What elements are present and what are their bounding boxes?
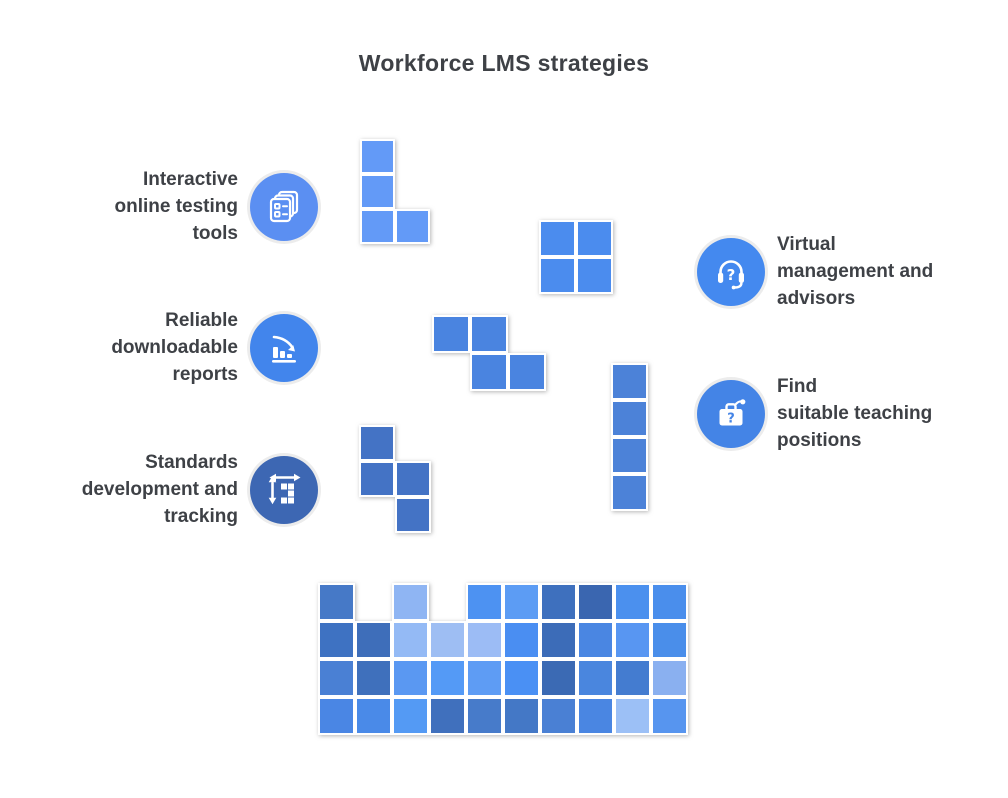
tetris-cell <box>360 174 395 209</box>
tetris-cell <box>360 209 395 244</box>
board-cell <box>355 659 392 697</box>
briefcase-search-icon: ? <box>697 379 765 448</box>
feature-online-testing-tools: Interactive online testing tools <box>26 166 318 247</box>
board-cell <box>318 621 355 659</box>
headset-support-icon: ? <box>697 237 765 306</box>
board-cell <box>651 621 688 659</box>
feature-label: Standards development and tracking <box>81 452 238 527</box>
board-cell <box>614 659 651 697</box>
feature-teaching-positions: ? Find suitable teaching positions <box>697 373 1007 454</box>
board-cell <box>355 697 392 735</box>
tetris-cell <box>576 220 613 257</box>
tetris-cell <box>576 257 613 294</box>
feature-label: Interactive online testing tools <box>114 169 239 244</box>
feature-label: Find suitable teaching positions <box>777 376 933 451</box>
board-cell <box>651 659 688 697</box>
board-cell <box>392 697 429 735</box>
tetris-cell <box>395 461 431 497</box>
tetris-cell <box>508 353 546 391</box>
board-cell <box>466 659 503 697</box>
page-title: Workforce LMS strategies <box>358 50 650 76</box>
tetris-cell <box>395 497 431 533</box>
tetris-cell <box>611 400 648 437</box>
tetris-cell <box>539 220 576 257</box>
board-cell <box>540 621 577 659</box>
feature-standards-tracking: Standards development and tracking <box>26 449 318 530</box>
board-cell <box>540 659 577 697</box>
tetris-cell <box>359 461 395 497</box>
board-cell <box>503 583 540 621</box>
feature-label: Virtual management and advisors <box>777 234 934 309</box>
board-cell <box>577 583 614 621</box>
feature-virtual-advisors: ? Virtual management and advisors <box>697 231 1007 312</box>
board-cell <box>392 583 429 621</box>
tetris-cell <box>611 363 648 400</box>
board-cell <box>429 697 466 735</box>
tetris-cell <box>360 139 395 174</box>
feature-label: Reliable downloadable reports <box>111 310 238 385</box>
tetris-cell <box>611 437 648 474</box>
board-cell <box>614 621 651 659</box>
board-cell <box>577 697 614 735</box>
board-cell <box>577 659 614 697</box>
board-cell <box>503 659 540 697</box>
board-cell <box>392 621 429 659</box>
board-cell <box>392 659 429 697</box>
board-cell <box>651 697 688 735</box>
board-cell <box>540 583 577 621</box>
board-cell <box>651 583 688 621</box>
feature-reliable-reports: Reliable downloadable reports <box>26 307 318 388</box>
declining-chart-icon <box>250 313 318 382</box>
tetris-cell <box>470 353 508 391</box>
quiz-stack-icon <box>250 172 318 241</box>
board-cell <box>429 659 466 697</box>
board-cell <box>540 697 577 735</box>
board-cell <box>614 583 651 621</box>
tetris-cell <box>539 257 576 294</box>
board-cell <box>318 697 355 735</box>
board-cell <box>318 583 355 621</box>
board-cell <box>355 621 392 659</box>
board-cell <box>429 621 466 659</box>
tetris-cell <box>470 315 508 353</box>
board-cell <box>466 583 503 621</box>
dimensions-icon <box>250 455 318 524</box>
board-cell <box>503 697 540 735</box>
tetris-cell <box>611 474 648 511</box>
board-cell <box>577 621 614 659</box>
board-cell <box>466 697 503 735</box>
board-cell <box>466 621 503 659</box>
board-cell <box>503 621 540 659</box>
board-cell <box>318 659 355 697</box>
tetris-cell <box>432 315 470 353</box>
svg-text:?: ? <box>727 266 736 284</box>
svg-text:?: ? <box>727 411 735 426</box>
tetris-cell <box>395 209 430 244</box>
board-cell <box>614 697 651 735</box>
tetris-cell <box>359 425 395 461</box>
